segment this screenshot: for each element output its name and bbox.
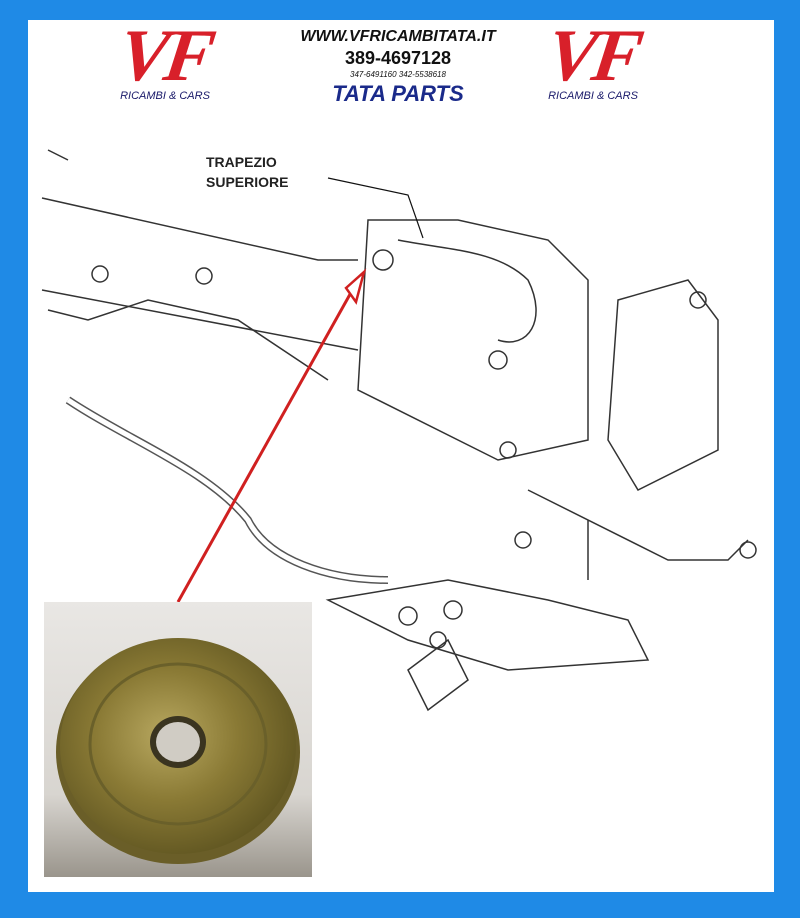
washer-photo xyxy=(44,602,312,877)
part-label: TRAPEZIO SUPERIORE xyxy=(206,152,288,192)
pointer-arrow xyxy=(176,279,360,603)
label-line-2: SUPERIORE xyxy=(206,174,289,190)
suspension-diagram xyxy=(41,149,757,712)
logo-subtitle: RICAMBI & CARS xyxy=(120,90,210,102)
contact-header: WWW.VFRICAMBITATA.IT 389-4697128 347-649… xyxy=(248,28,548,107)
vf-logo-left: VF RICAMBI & CARS xyxy=(90,15,240,102)
phone-secondary: 347-6491160 342-5538618 xyxy=(350,70,446,79)
label-line-1: TRAPEZIO xyxy=(206,154,277,170)
phone-main: 389-4697128 xyxy=(344,48,452,68)
logo-subtitle: RICAMBI & CARS xyxy=(548,90,638,102)
brand-title: TATA PARTS xyxy=(332,81,464,106)
vf-logo-right: VF RICAMBI & CARS xyxy=(518,15,668,102)
website-url: WWW.VFRICAMBITATA.IT xyxy=(300,28,496,45)
product-panel: VF RICAMBI & CARS VF RICAMBI & CARS WWW.… xyxy=(28,15,774,892)
washer-image xyxy=(56,638,300,864)
